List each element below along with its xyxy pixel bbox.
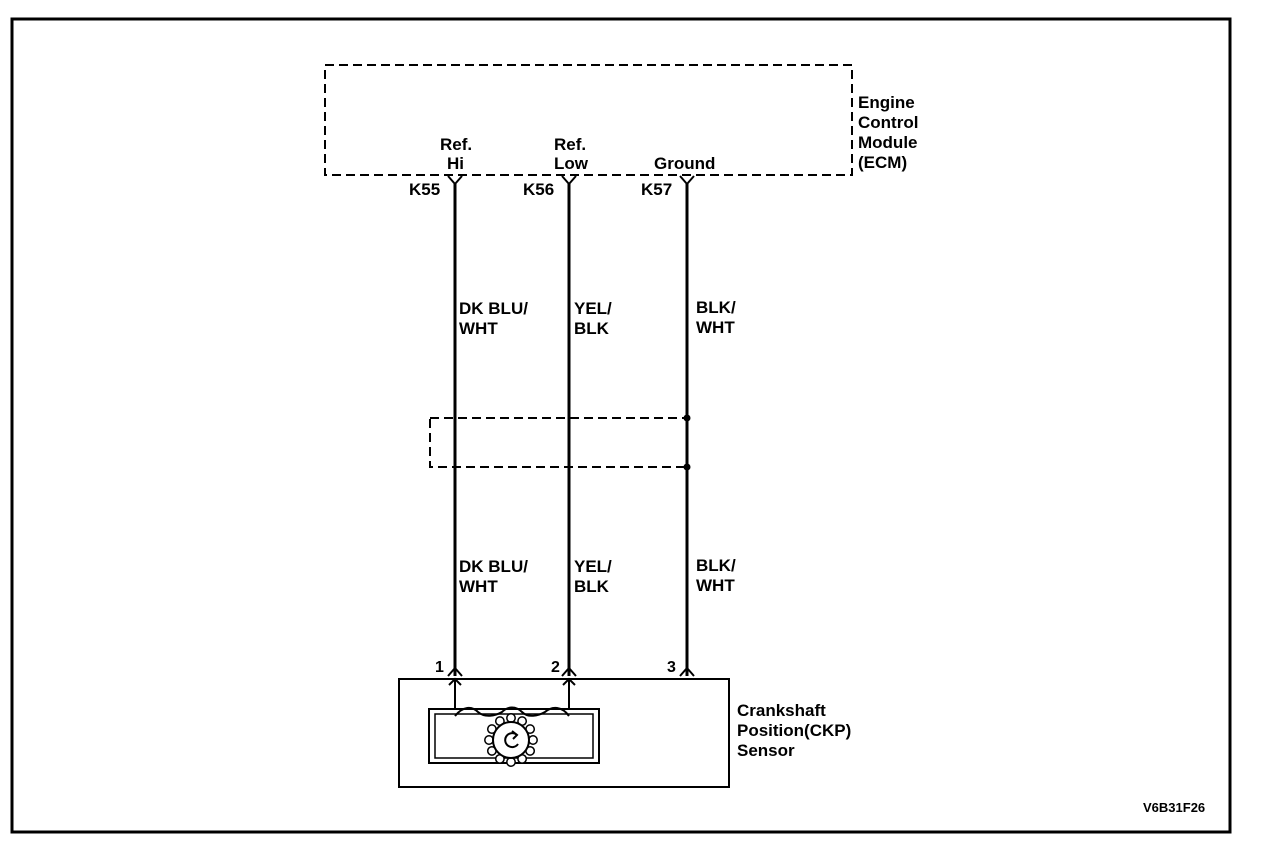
figure-code: V6B31F26 <box>1143 800 1205 815</box>
ecm-box <box>324 64 853 176</box>
terminal-label-ref-hi: Hi <box>447 154 464 173</box>
sensor-name-line: Sensor <box>737 741 795 760</box>
wire-color-label: BLK <box>574 577 610 596</box>
ecm-name-line: (ECM) <box>858 153 907 172</box>
sensor-pin-1: 1 <box>435 659 444 676</box>
ecm-name-line: Engine <box>858 93 915 112</box>
sensor-pin-3: 3 <box>667 659 676 676</box>
terminal-label-ref-low: Ref. <box>554 135 586 154</box>
wire-color-label: WHT <box>696 318 735 337</box>
wire-color-label: WHT <box>459 577 498 596</box>
reluctor-wheel-icon <box>484 713 538 767</box>
ckp-sensor-name: Crankshaft Position(CKP) Sensor <box>737 701 851 760</box>
shield-box <box>429 414 691 471</box>
ecm-name-line: Module <box>858 133 918 152</box>
wire-color-label: BLK <box>574 319 610 338</box>
wire-color-label: DK BLU/ <box>459 557 528 576</box>
wire-color-label: BLK/ <box>696 298 736 317</box>
ecm-name: Engine Control Module (ECM) <box>858 93 918 172</box>
wire-color-label: WHT <box>696 576 735 595</box>
wire-color-label: WHT <box>459 319 498 338</box>
wire-color-label: DK BLU/ <box>459 299 528 318</box>
terminal-label-ref-hi: Ref. <box>440 135 472 154</box>
ecm-name-line: Control <box>858 113 918 132</box>
sensor-connector-symbols <box>447 666 695 677</box>
sensor-name-line: Crankshaft <box>737 701 826 720</box>
wire-color-label: BLK/ <box>696 556 736 575</box>
diagram-frame <box>10 17 1232 834</box>
sensor-name-line: Position(CKP) <box>737 721 851 740</box>
terminal-label-ground: Ground <box>654 154 715 173</box>
terminal-label-ref-low: Low <box>554 154 589 173</box>
wires <box>453 184 689 676</box>
wire-color-label: YEL/ <box>574 557 612 576</box>
sensor-pin-2: 2 <box>551 659 560 676</box>
pin-k56: K56 <box>523 180 554 199</box>
pin-k57: K57 <box>641 180 672 199</box>
pin-k55: K55 <box>409 180 440 199</box>
wire-color-label: YEL/ <box>574 299 612 318</box>
